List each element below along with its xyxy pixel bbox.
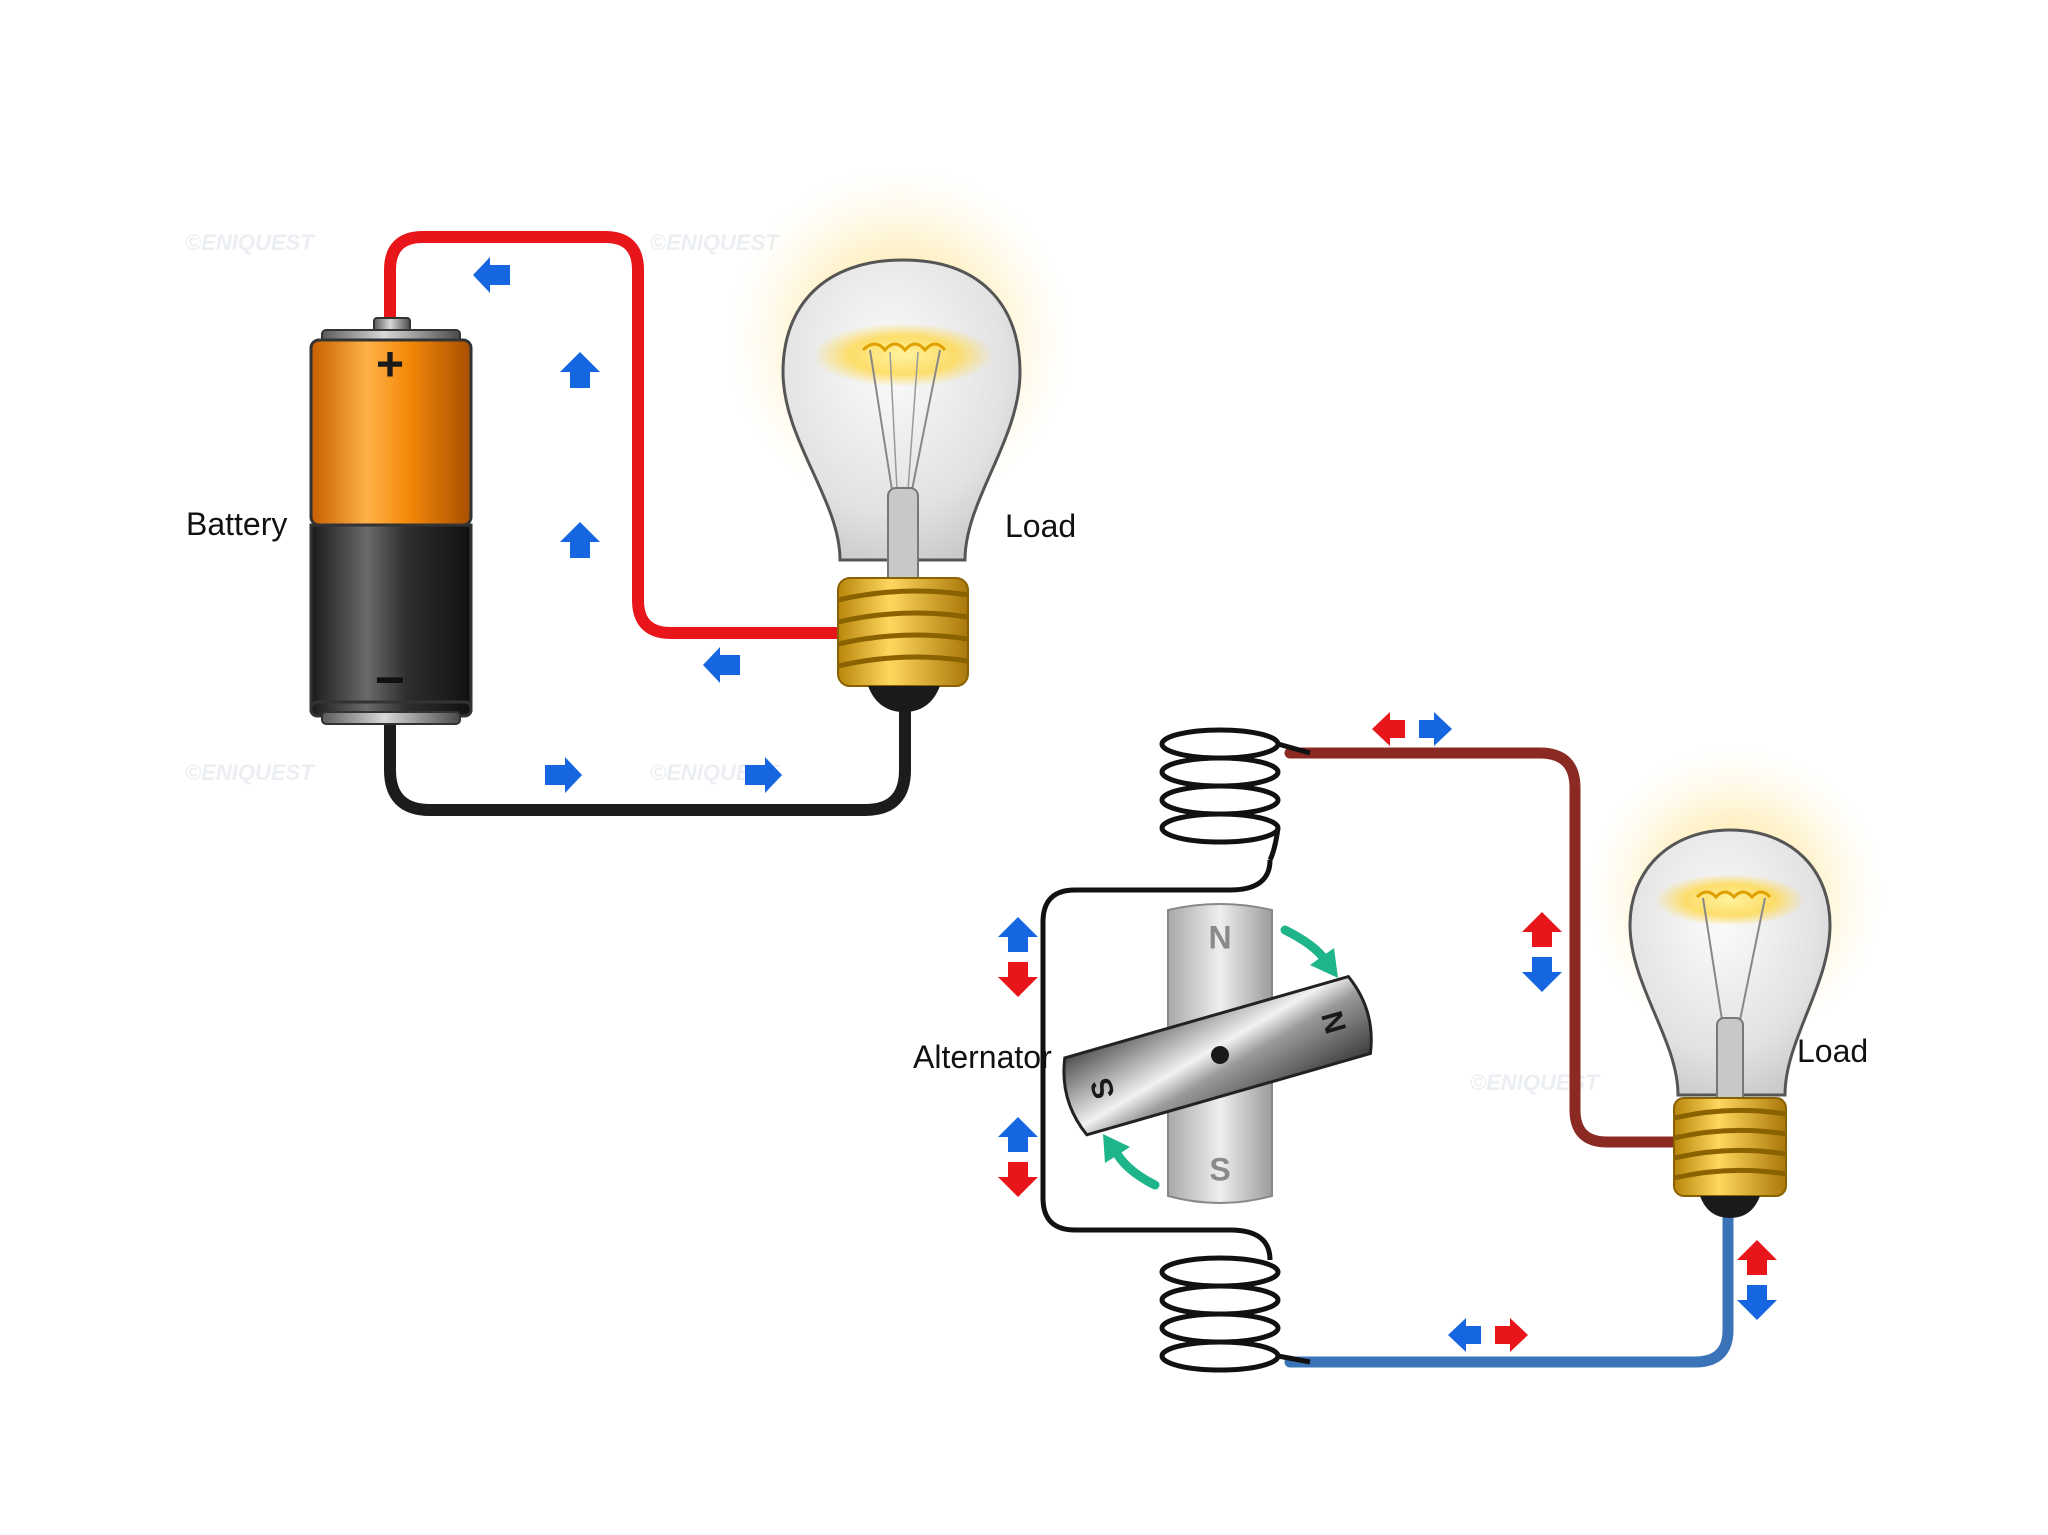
arrow-down-icon [998,1162,1038,1197]
arrow-up-icon [998,917,1038,952]
alternator-label: Alternator [913,1039,1052,1075]
arrow-up-icon [1737,1240,1777,1275]
watermark-text: ©ENIQUEST [185,230,315,255]
stator-pole-top: N [1208,919,1231,955]
dc-circuit: + − Battery Load [186,165,1076,816]
rotation-arrow-icon [1310,948,1338,978]
bottom-coil [1159,1255,1311,1373]
arrow-down-icon [1522,957,1562,992]
load-label-top: Load [1005,508,1076,544]
rotor-magnet: S N [1062,974,1373,1137]
arrow-up-icon [998,1117,1038,1152]
rotation-arrow-icon [1103,1134,1130,1163]
watermark-text: ©ENIQUEST [185,760,315,785]
dc-positive-wire [384,231,851,639]
watermark-text: ©ENIQUEST [1470,1070,1600,1095]
arrow-right-icon [545,757,582,793]
arrow-up-icon [1522,912,1562,947]
ac-bottom-wire [1284,1194,1734,1368]
arrow-right-icon [1495,1318,1528,1352]
battery-label: Battery [186,506,287,542]
dc-negative-wire [384,704,911,816]
ac-current-arrows [998,712,1777,1352]
top-coil [1159,727,1311,862]
arrow-right-icon [745,757,782,793]
ac-circuit: N S S N [913,712,1885,1373]
alternator-loop-wire [1040,859,1273,1261]
arrow-down-icon [1737,1285,1777,1320]
arrow-right-icon [1419,712,1452,746]
battery: + − [309,317,473,725]
arrow-down-icon [998,962,1038,997]
ac-top-wire [1284,747,1688,1148]
light-bulb-icon [1585,745,1885,1218]
arrow-up-icon [560,522,600,558]
arrow-left-icon [1372,712,1405,746]
arrow-up-icon [560,352,600,388]
arrow-left-icon [703,647,740,683]
stator-pole-bottom: S [1209,1151,1230,1187]
light-bulb-icon [725,165,1075,712]
negative-terminal-label: − [375,652,405,710]
dc-current-arrows [473,257,782,793]
load-label-bottom: Load [1797,1033,1868,1069]
arrow-left-icon [473,257,510,293]
arrow-left-icon [1448,1318,1481,1352]
positive-terminal-label: + [376,339,404,392]
